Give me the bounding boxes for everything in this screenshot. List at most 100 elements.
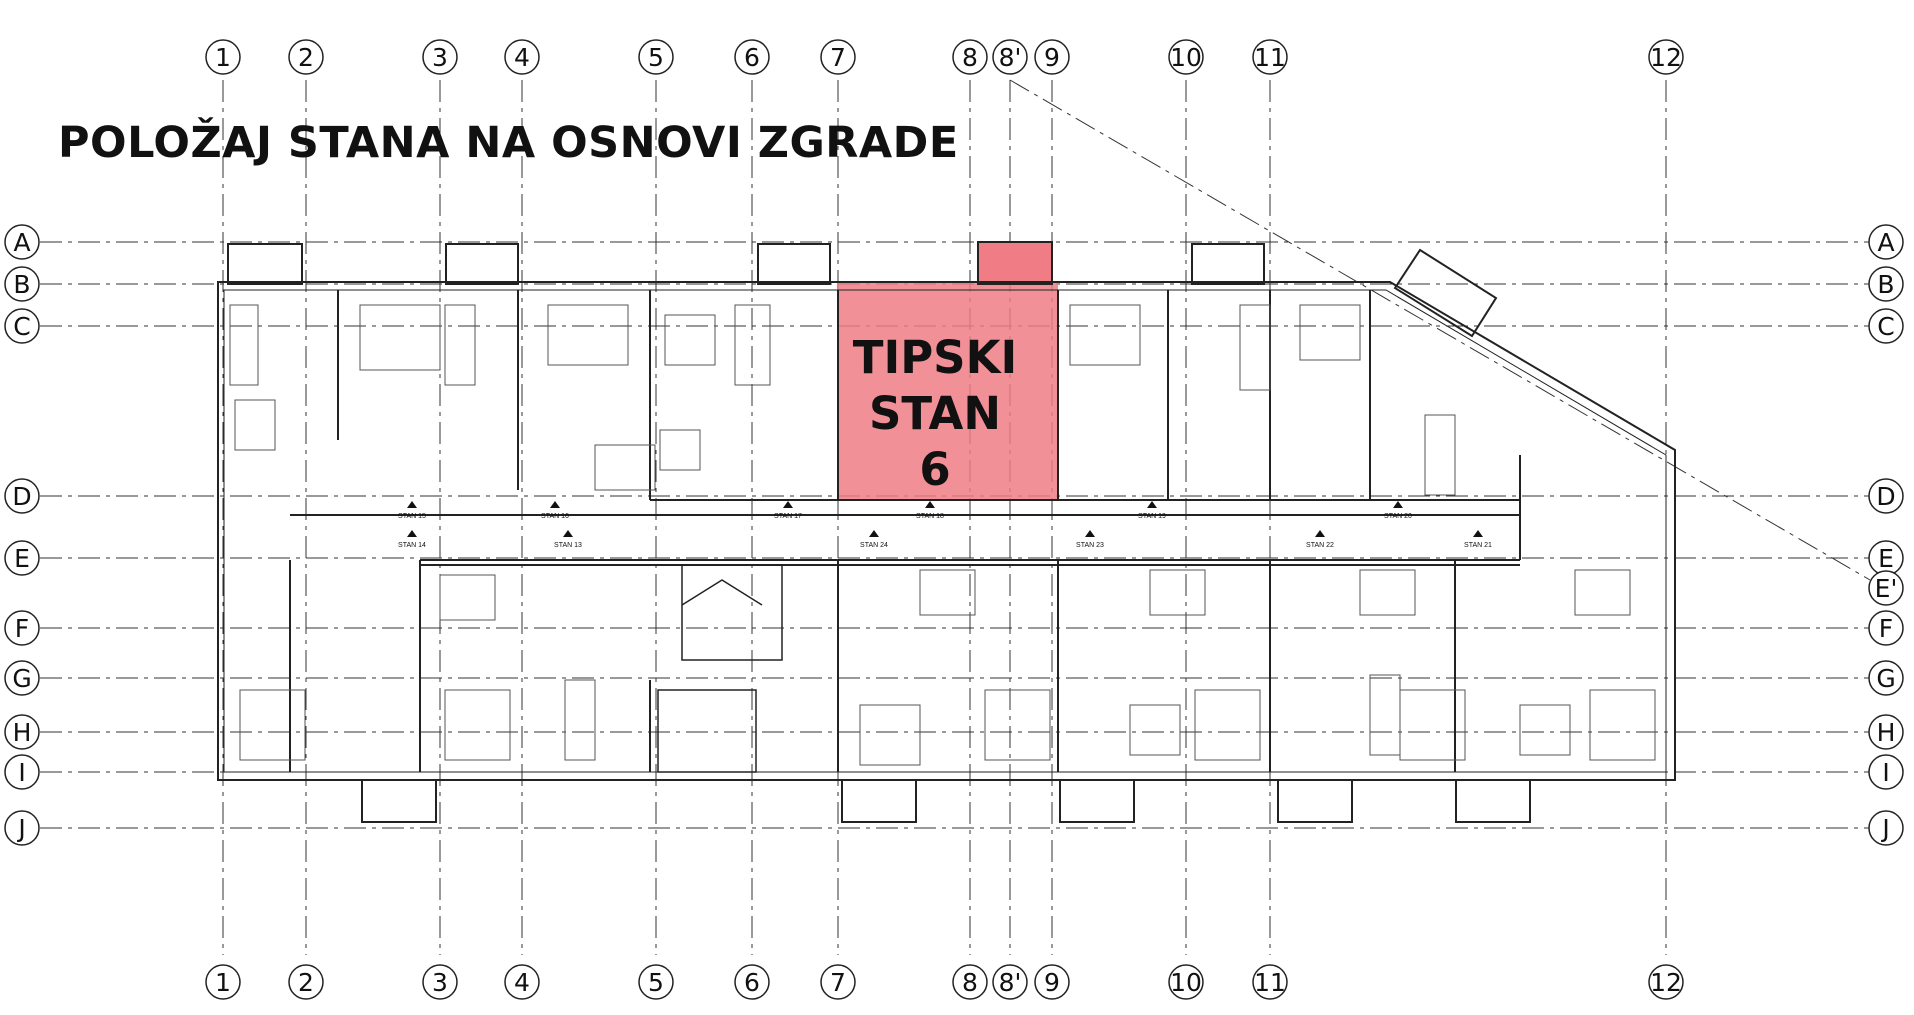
axis-label-v: 12 xyxy=(1650,43,1682,72)
axis-label-h: A xyxy=(1877,228,1894,257)
unit-label: STAN 23 xyxy=(1076,542,1104,549)
axis-label-v: 8 xyxy=(962,43,978,72)
axis-label-v: 2 xyxy=(298,968,314,997)
unit-marker-icon xyxy=(869,530,879,537)
axis-bubble xyxy=(288,964,324,1000)
axis-bubble xyxy=(4,478,40,514)
axis-bubble xyxy=(205,39,241,75)
axis-label-v: 11 xyxy=(1254,43,1286,72)
axis-label-h: E xyxy=(1878,544,1894,573)
axis-label-h: I xyxy=(18,758,25,787)
axis-label-v: 9 xyxy=(1044,968,1060,997)
axis-bubble xyxy=(820,39,856,75)
axis-label-h: C xyxy=(1877,312,1894,341)
axis-bubble xyxy=(1252,39,1288,75)
highlight-label-line2: STAN 6 xyxy=(868,387,1002,496)
axis-bubble xyxy=(1868,610,1904,646)
axis-label-v: 7 xyxy=(830,968,846,997)
unit-marker-icon xyxy=(1393,501,1403,508)
unit-label: STAN 19 xyxy=(1138,513,1166,520)
axis-label-v: 3 xyxy=(432,968,448,997)
axis-bubble xyxy=(288,39,324,75)
furniture xyxy=(229,304,1656,766)
axis-bubble xyxy=(422,964,458,1000)
axis-label-v: 1 xyxy=(215,968,231,997)
axis-bubble xyxy=(1252,964,1288,1000)
axis-label-v: 5 xyxy=(648,968,664,997)
axis-label-v: 5 xyxy=(648,43,664,72)
axis-bubble xyxy=(422,39,458,75)
axis-label-v: 7 xyxy=(830,43,846,72)
axis-label-v: 2 xyxy=(298,43,314,72)
axis-label-h: E xyxy=(14,544,30,573)
axis-bubble xyxy=(1868,810,1904,846)
axis-label-v: 8' xyxy=(999,43,1022,72)
axis-bubble xyxy=(1034,964,1070,1000)
axis-label-v: 3 xyxy=(432,43,448,72)
axis-label-h: F xyxy=(1879,614,1893,643)
axis-label-v: 4 xyxy=(514,968,530,997)
axis-label-v: 6 xyxy=(744,43,760,72)
unit-marker-icon xyxy=(563,530,573,537)
axis-label-h: A xyxy=(13,228,30,257)
axis-label-v: 9 xyxy=(1044,43,1060,72)
axis-bubble xyxy=(820,964,856,1000)
axis-bubble xyxy=(734,39,770,75)
axis-bubble xyxy=(1868,308,1904,344)
axis-label-v: 11 xyxy=(1254,968,1286,997)
unit-label: STAN 18 xyxy=(916,513,944,520)
axis-bubble xyxy=(992,964,1028,1000)
axis-label-h: G xyxy=(1876,664,1895,693)
axis-label-h: J xyxy=(1880,814,1889,843)
axis-bubble xyxy=(1868,224,1904,260)
axis-bubble xyxy=(4,754,40,790)
unit-label: STAN 15 xyxy=(398,513,426,520)
axis-label-h: I xyxy=(1882,758,1889,787)
axis-bubble xyxy=(4,660,40,696)
highlight-label: TIPSKI STAN 6 xyxy=(850,330,1020,498)
axis-label-h: H xyxy=(1877,718,1896,747)
axis-bubble xyxy=(4,714,40,750)
unit-label: STAN 20 xyxy=(1384,513,1412,520)
balconies xyxy=(227,243,1531,823)
unit-marker-icon xyxy=(925,501,935,508)
axis-line-diagonal xyxy=(1009,79,1871,581)
axis-label-v: 1 xyxy=(215,43,231,72)
unit-label: STAN 21 xyxy=(1464,542,1492,549)
axis-label-h: C xyxy=(13,312,30,341)
unit-marker-icon xyxy=(550,501,560,508)
axis-bubble xyxy=(4,266,40,302)
unit-marker-icon xyxy=(407,530,417,537)
page-title: POLOŽAJ STANA NA OSNOVI ZGRADE xyxy=(58,118,959,168)
axis-label-extra: E' xyxy=(1875,574,1898,603)
unit-marker-icon xyxy=(1085,530,1095,537)
unit-marker-icon xyxy=(1473,530,1483,537)
unit-label: STAN 17 xyxy=(774,513,802,520)
axis-label-h: B xyxy=(13,270,30,299)
unit-label: STAN 14 xyxy=(398,542,426,549)
highlighted-apartment xyxy=(838,241,1058,500)
axis-label-h: H xyxy=(13,718,32,747)
axis-bubble xyxy=(1168,964,1204,1000)
axis-label-h: D xyxy=(12,482,31,511)
unit-marker-icon xyxy=(783,501,793,508)
axis-label-h: F xyxy=(15,614,29,643)
axis-bubble xyxy=(1868,478,1904,514)
axis-bubble xyxy=(1868,266,1904,302)
axis-label-h: J xyxy=(16,814,25,843)
axis-label-v: 8' xyxy=(999,968,1022,997)
axis-label-h: B xyxy=(1877,270,1894,299)
axis-bubble xyxy=(638,39,674,75)
axis-label-v: 10 xyxy=(1170,43,1202,72)
axis-bubble xyxy=(952,39,988,75)
axis-label-h: G xyxy=(12,664,31,693)
axis-bubble xyxy=(1648,964,1684,1000)
axis-bubble xyxy=(638,964,674,1000)
axis-label-v: 4 xyxy=(514,43,530,72)
axis-label-h: D xyxy=(1876,482,1895,511)
axis-bubble xyxy=(4,308,40,344)
unit-label: STAN 24 xyxy=(860,542,888,549)
building-walls xyxy=(217,281,1676,781)
